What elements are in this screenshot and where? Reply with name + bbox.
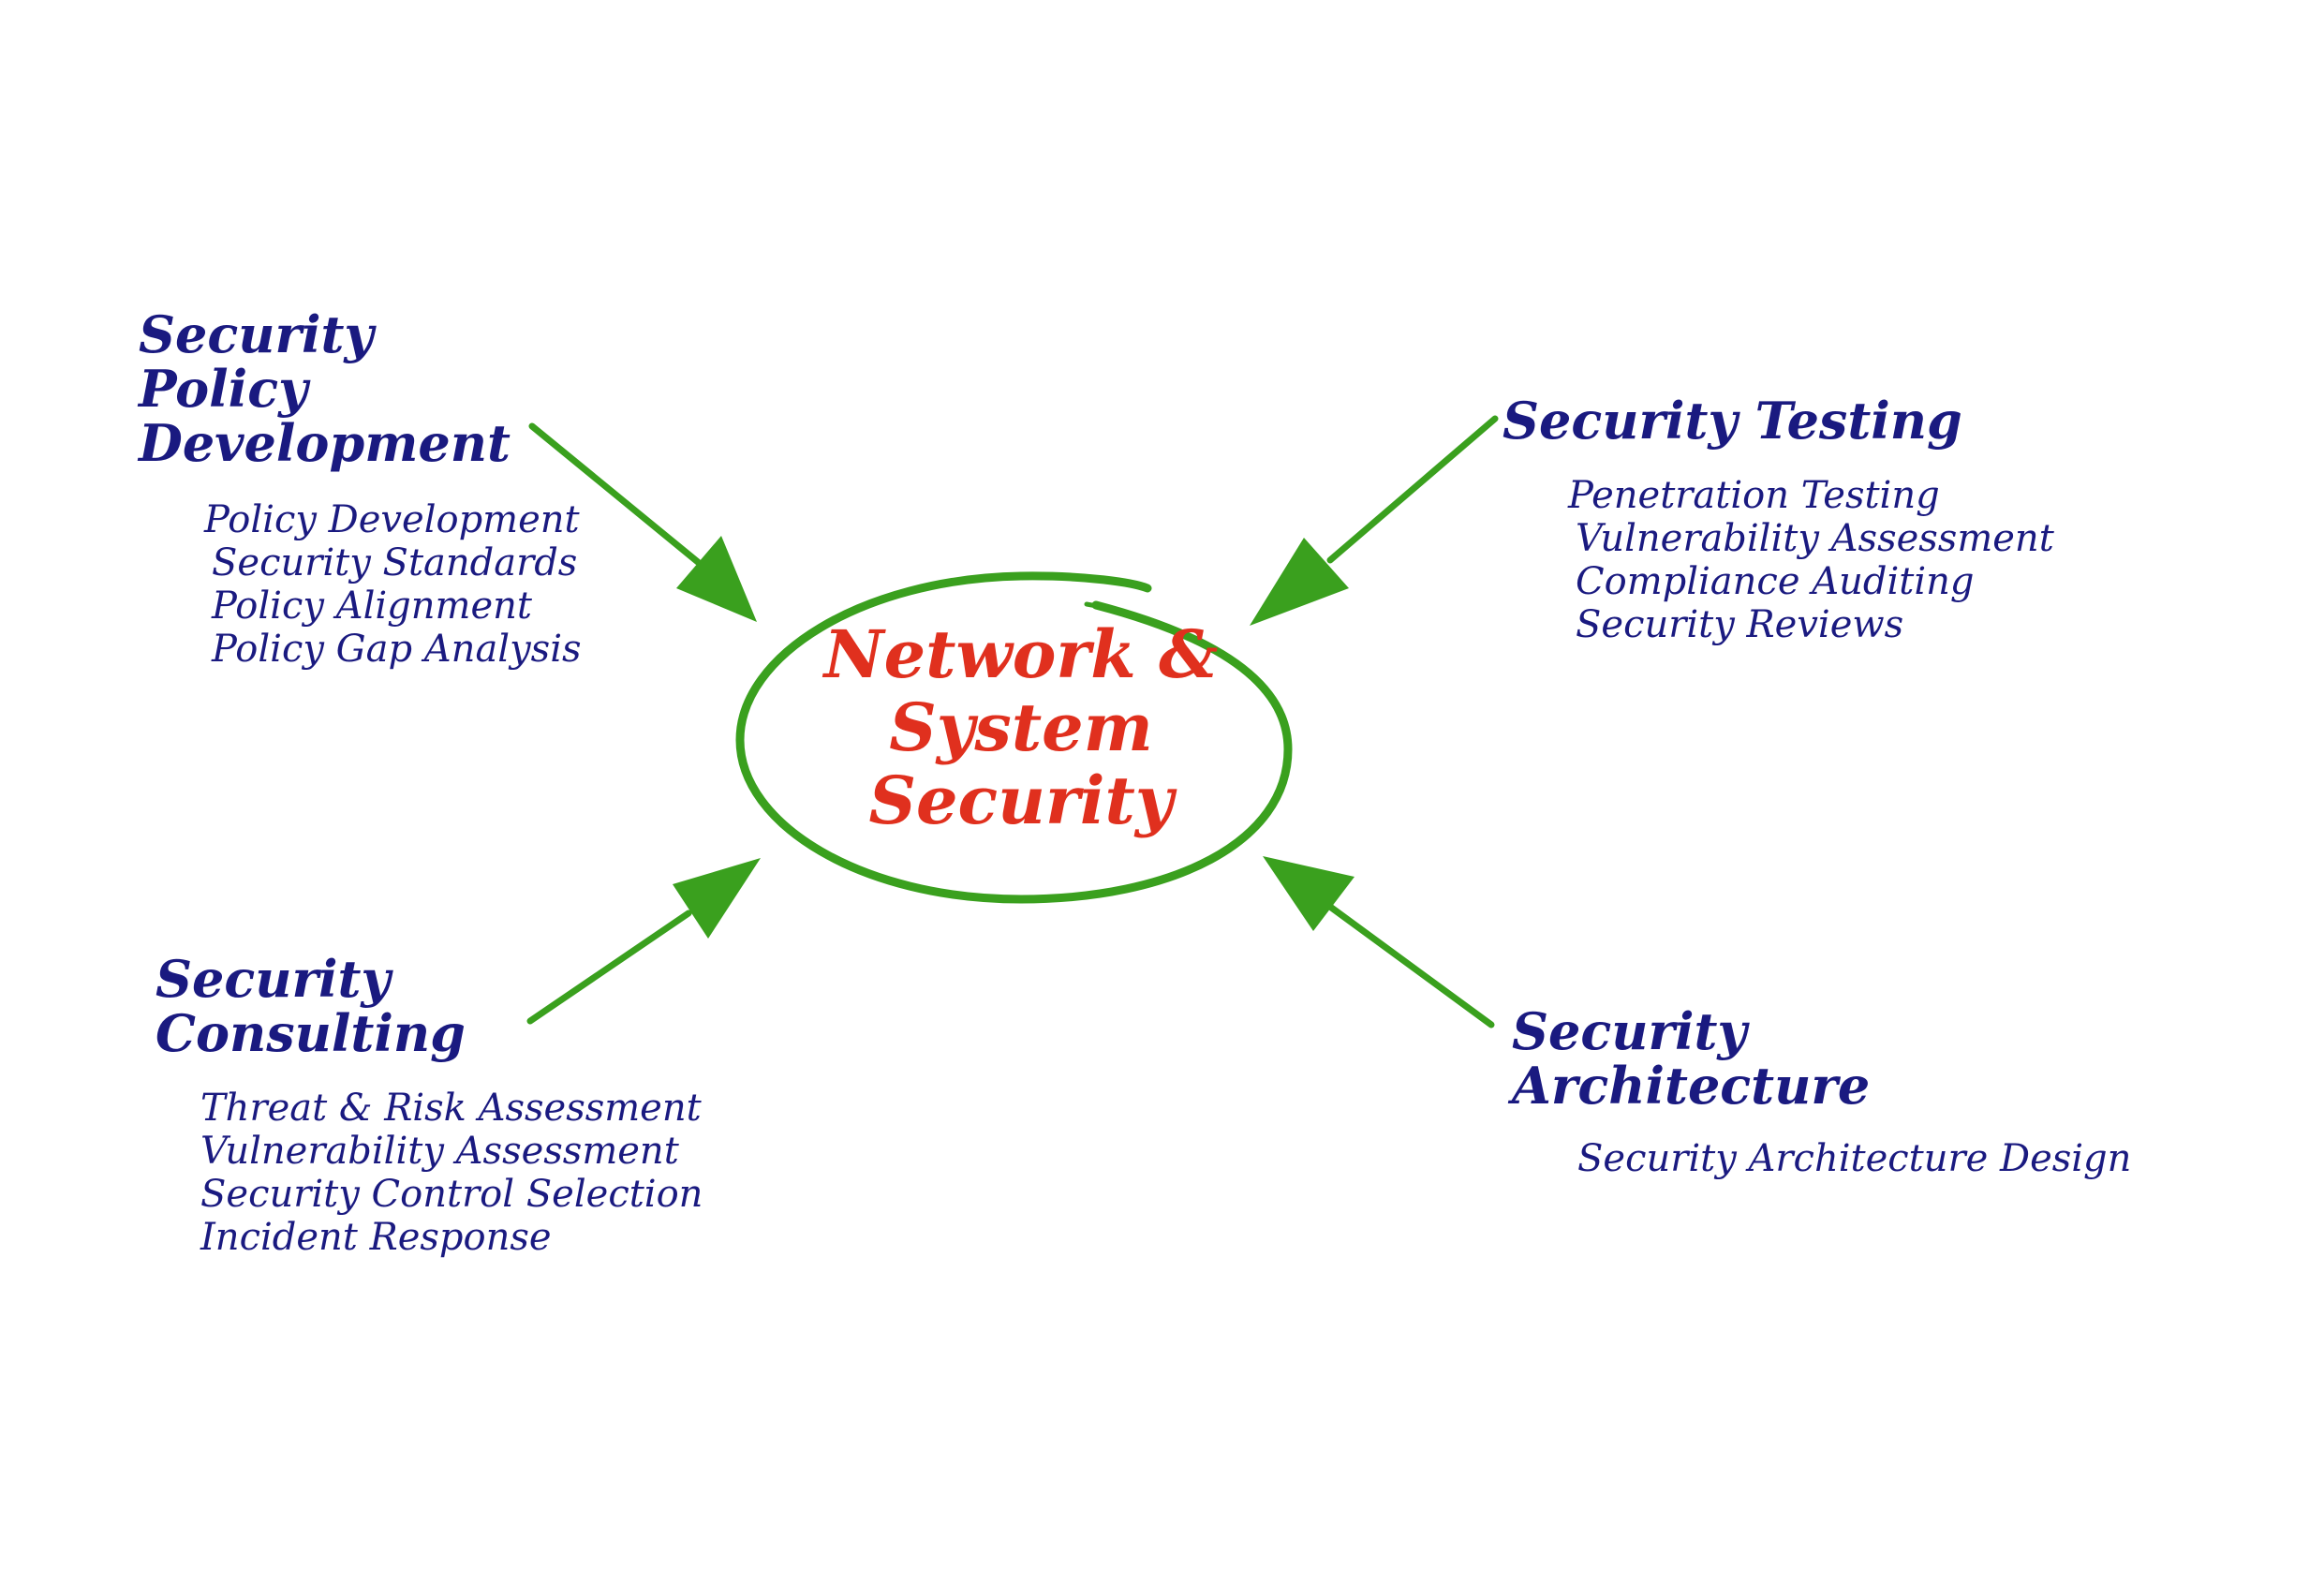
center-title: Network & System Security <box>749 618 1293 837</box>
list-item: Security Architecture Design <box>1577 1137 2132 1180</box>
arrow-top-right-shaft <box>1326 415 1499 564</box>
node-title-security-testing: Security Testing <box>1502 393 1962 448</box>
node-title-security-consulting: Security Consulting <box>155 952 466 1060</box>
center-title-line: System <box>889 688 1153 766</box>
node-title-line: Security <box>1512 1001 1747 1061</box>
node-items-security-policy-development: Policy Development Security Standards Po… <box>204 498 582 671</box>
node-title-line: Security <box>139 304 374 364</box>
node-title-line: Policy <box>139 359 308 419</box>
node-title-line: Consulting <box>155 1003 466 1063</box>
list-item: Policy Alignment <box>212 584 532 628</box>
center-ellipse-tail <box>1084 601 1281 715</box>
list-item: Security Reviews <box>1576 603 1904 646</box>
list-item: Security Standards <box>212 541 578 584</box>
arrow-bottom-left-shaft <box>526 910 692 1025</box>
node-items-security-testing: Penetration Testing Vulnerability Assess… <box>1568 474 2054 646</box>
center-title-line: Network & <box>823 615 1219 693</box>
arrow-bottom-left-head <box>673 858 761 939</box>
center-title-line: Security <box>868 762 1174 839</box>
node-title-line: Architecture <box>1512 1056 1871 1116</box>
arrow-top-right-head <box>1250 538 1349 626</box>
arrow-top-left-shaft <box>528 422 702 566</box>
node-title-line: Security Testing <box>1502 391 1962 451</box>
list-item: Incident Response <box>200 1216 552 1259</box>
node-title-security-policy-development: Security Policy Development <box>139 307 511 470</box>
list-item: Security Control Selection <box>200 1173 703 1216</box>
arrow-bottom-right-head <box>1263 856 1354 931</box>
list-item: Penetration Testing <box>1568 474 1940 517</box>
list-item: Policy Development <box>204 498 580 541</box>
center-ellipse <box>735 571 1293 904</box>
node-items-security-consulting: Threat & Risk Assessment Vulnerability A… <box>200 1087 703 1259</box>
node-items-security-architecture: Security Architecture Design <box>1577 1137 2131 1180</box>
list-item: Compliance Auditing <box>1576 560 1975 603</box>
list-item: Vulnerability Assessment <box>1576 517 2054 560</box>
list-item: Threat & Risk Assessment <box>200 1087 702 1130</box>
arrow-bottom-right-shaft <box>1326 903 1495 1028</box>
list-item: Vulnerability Assessment <box>200 1130 679 1173</box>
node-title-line: Development <box>139 413 511 473</box>
arrow-top-left-head <box>676 536 757 622</box>
node-title-security-architecture: Security Architecture <box>1512 1004 1870 1113</box>
node-title-line: Security <box>155 949 391 1009</box>
list-item: Policy Gap Analysis <box>212 628 582 671</box>
